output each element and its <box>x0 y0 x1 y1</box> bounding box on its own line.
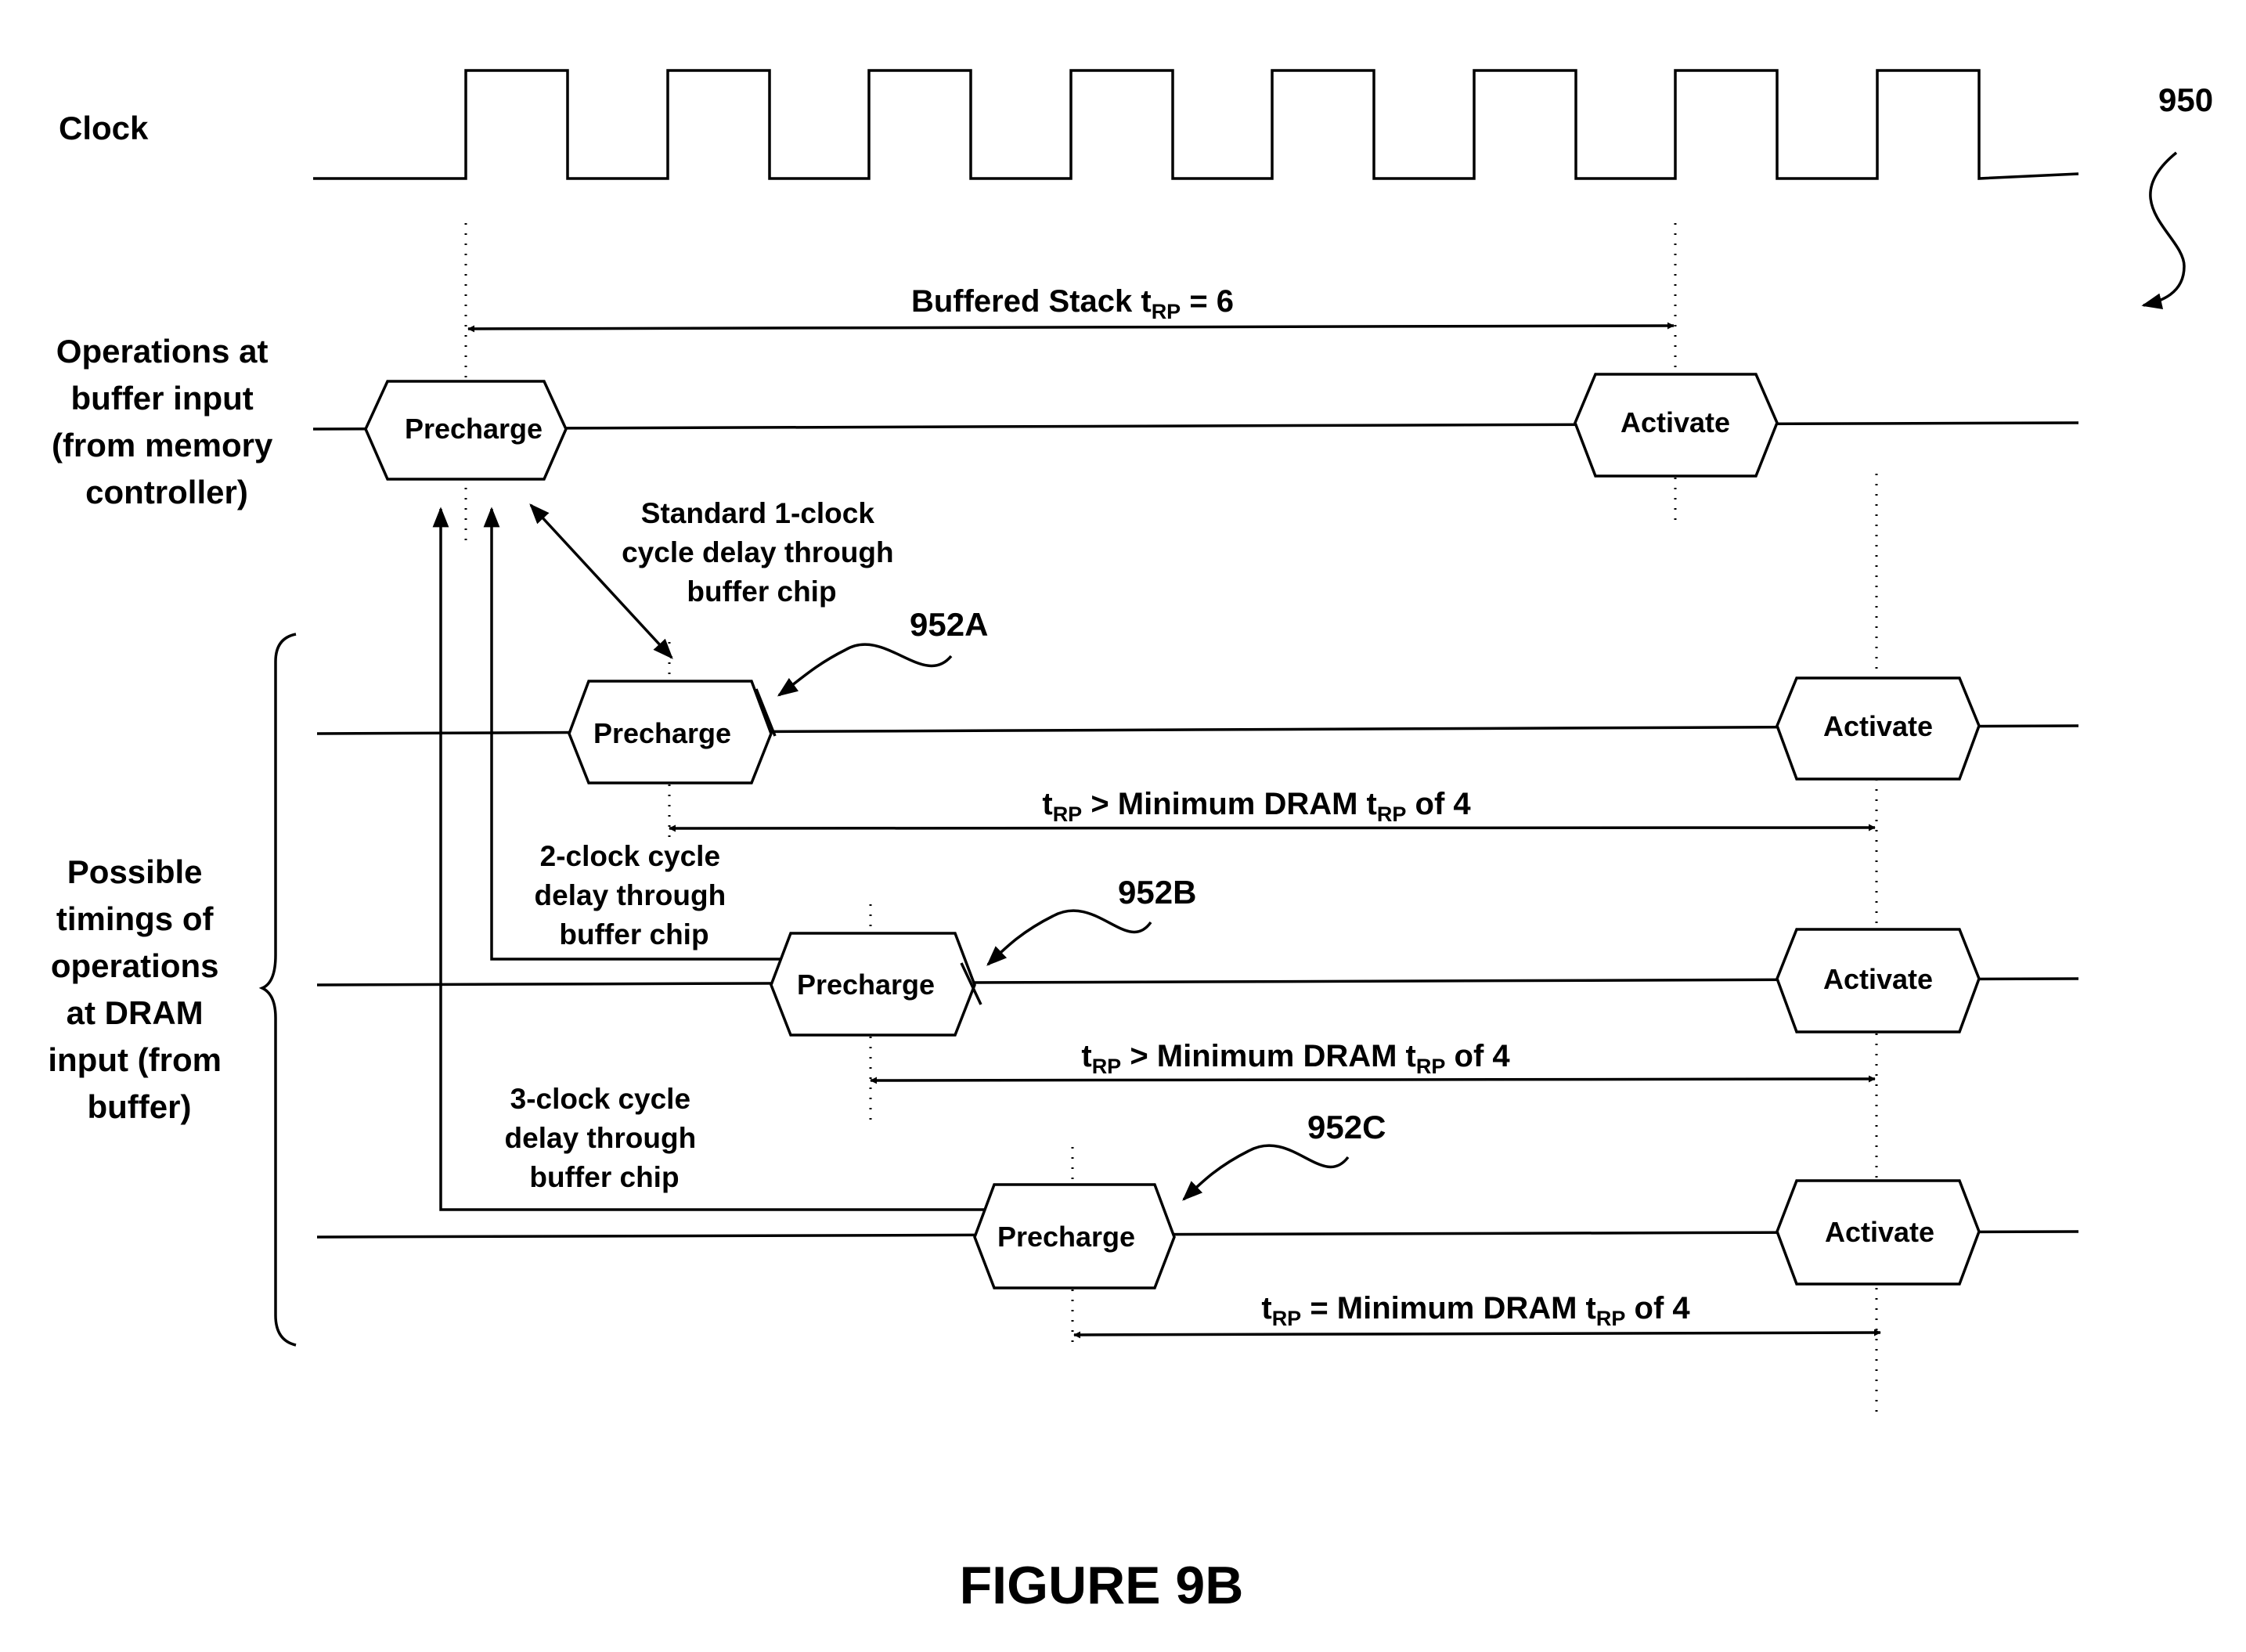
row-c-ref-leader <box>1184 1145 1348 1199</box>
two-clock-delay-note: 2-clock cycle delay through buffer chip <box>535 840 734 950</box>
row-a-trp-label: tRP > Minimum DRAM tRP of 4 <box>1042 787 1471 826</box>
buffer-input-label-line: Operations at <box>56 333 269 370</box>
buffer-activate-label: Activate <box>1621 406 1730 438</box>
dram-input-label-line: operations <box>51 947 219 984</box>
row-a-ref-leader <box>779 644 951 695</box>
clock-label: Clock <box>59 110 149 146</box>
buffer-input-label-line: (from memory <box>52 427 273 463</box>
row-b-trp-label: tRP > Minimum DRAM tRP of 4 <box>1081 1039 1510 1078</box>
dram-input-label-line: at DRAM <box>67 994 204 1031</box>
row-c-trp-label: tRP = Minimum DRAM tRP of 4 <box>1261 1291 1690 1330</box>
figure-ref-number: 950 <box>2158 81 2213 118</box>
buffer-input-label-line: buffer input <box>71 380 254 417</box>
row-a-activate-label: Activate <box>1823 710 1933 742</box>
buffered-trp-arrow <box>468 326 1674 329</box>
dram-input-label-line: input (from <box>48 1041 222 1078</box>
dram-input-label-line: Possible <box>67 853 203 890</box>
dram-input-label-line: buffer) <box>88 1088 192 1125</box>
buffer-input-signal-line <box>313 423 2078 429</box>
row-a-precharge-label: Precharge <box>593 717 731 749</box>
row-b-ref-leader <box>988 911 1151 965</box>
row-c-ref: 952C <box>1307 1109 1386 1145</box>
buffered-trp-label: Buffered Stack tRP = 6 <box>911 284 1234 323</box>
dram-rows-brace <box>262 634 296 1345</box>
row-b-trp-arrow <box>871 1079 1875 1080</box>
buffer-input-label: Operations at buffer input (from memory … <box>52 333 282 510</box>
figure-ref-leader <box>2143 153 2184 305</box>
clock-waveform <box>313 70 2078 179</box>
row-a-ref: 952A <box>910 606 988 643</box>
row-b-precharge-label: Precharge <box>797 968 935 1001</box>
buffer-input-label-line: controller) <box>85 474 248 510</box>
three-clock-delay-note: 3-clock cycle delay through buffer chip <box>505 1083 705 1193</box>
row-c-precharge-label: Precharge <box>997 1221 1135 1253</box>
dram-input-label: Possible timings of operations at DRAM i… <box>48 853 230 1125</box>
row-b-ref: 952B <box>1118 874 1196 911</box>
row-c-activate-label: Activate <box>1825 1216 1934 1248</box>
dram-input-label-line: timings of <box>56 900 215 937</box>
row-b-activate-label: Activate <box>1823 963 1933 995</box>
one-clock-delay-note: Standard 1-clock cycle delay through buf… <box>622 497 902 608</box>
row-c-trp-arrow <box>1074 1333 1880 1335</box>
buffer-precharge-label: Precharge <box>405 413 543 445</box>
figure-caption: FIGURE 9B <box>960 1556 1244 1615</box>
